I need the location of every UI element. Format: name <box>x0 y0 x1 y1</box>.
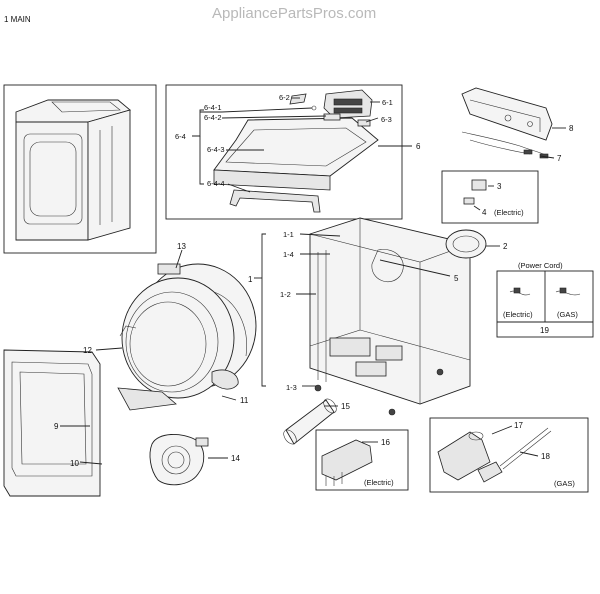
callout-10: 10 <box>70 459 79 468</box>
callout-16: 16 <box>381 438 390 447</box>
callout-2: 2 <box>503 242 508 251</box>
callout-5: 5 <box>454 274 459 283</box>
callout-4: 4 <box>482 208 487 217</box>
callout-11: 11 <box>240 396 249 405</box>
callout-6-1: 6-1 <box>382 98 393 107</box>
note-electric-16: (Electric) <box>364 478 394 487</box>
callout-6-2: 6-2 <box>279 93 290 102</box>
heater-group <box>315 429 409 491</box>
blower-housing <box>149 434 209 486</box>
callout-6-4-1: 6-4-1 <box>204 103 222 112</box>
callout-13: 13 <box>177 242 186 251</box>
callout-1-4: 1-4 <box>283 250 294 259</box>
gas-burner-group <box>429 417 589 493</box>
callout-15: 15 <box>341 402 350 411</box>
electric-parts-3-4-group <box>441 170 539 224</box>
callout-8: 8 <box>569 124 574 133</box>
callout-17: 17 <box>514 421 523 430</box>
exhaust-duct <box>283 398 337 445</box>
electric-parts-frame <box>441 170 539 224</box>
door-assembly <box>3 349 101 497</box>
callout-19: 19 <box>540 326 549 335</box>
cabinet <box>309 217 471 416</box>
door-panel <box>3 349 101 497</box>
control-panel <box>461 87 553 141</box>
callout-9: 9 <box>54 422 59 431</box>
callout-6-4-2: 6-4-2 <box>204 113 222 122</box>
control-panel-assembly <box>461 87 553 159</box>
note-electric-19: (Electric) <box>503 310 533 319</box>
power-cord-group <box>496 270 594 338</box>
note-power-cord: (Power Cord) <box>518 261 563 270</box>
note-gas-19: (GAS) <box>557 310 578 319</box>
callout-7: 7 <box>557 154 562 163</box>
drum-assembly <box>117 263 257 411</box>
callout-1-2: 1-2 <box>280 290 291 299</box>
note-electric-3-4: (Electric) <box>494 208 524 217</box>
top-cover-frame <box>165 84 403 220</box>
gas-burner-frame <box>429 417 589 493</box>
callout-1-1: 1-1 <box>283 230 294 239</box>
top-cover-panel <box>213 117 379 177</box>
callout-14: 14 <box>231 454 240 463</box>
assembled-dryer-view <box>3 84 157 254</box>
variant-notes: (Electric) (Power Cord) (Electric) (GAS)… <box>364 208 578 488</box>
callout-18: 18 <box>541 452 550 461</box>
callout-1: 1 <box>248 275 253 284</box>
callout-labels: 1 1-1 1-2 1-3 1-4 2 3 4 5 6 6-1 6-2 6-3 … <box>54 93 574 468</box>
watermark-text: AppliancePartsPros.com <box>212 5 376 22</box>
callout-6-4-3: 6-4-3 <box>207 145 225 154</box>
callout-6-4-4: 6-4-4 <box>207 179 225 188</box>
leader-lines <box>60 97 566 465</box>
callout-12: 12 <box>83 346 92 355</box>
assembled-dryer-frame <box>3 84 157 254</box>
hinge-strip <box>229 189 321 213</box>
callout-6-4: 6-4 <box>175 132 186 141</box>
callout-1-3: 1-3 <box>286 383 297 392</box>
note-gas-17-18: (GAS) <box>554 479 575 488</box>
callout-6: 6 <box>416 142 421 151</box>
callout-6-3: 6-3 <box>381 115 392 124</box>
diagram-title: 1 MAIN <box>4 15 31 24</box>
callout-3: 3 <box>497 182 502 191</box>
heater-element <box>321 439 373 481</box>
wire-harness <box>461 131 549 157</box>
top-cover-group <box>165 84 403 220</box>
heater-frame <box>315 429 409 491</box>
vent-cover <box>445 229 487 259</box>
